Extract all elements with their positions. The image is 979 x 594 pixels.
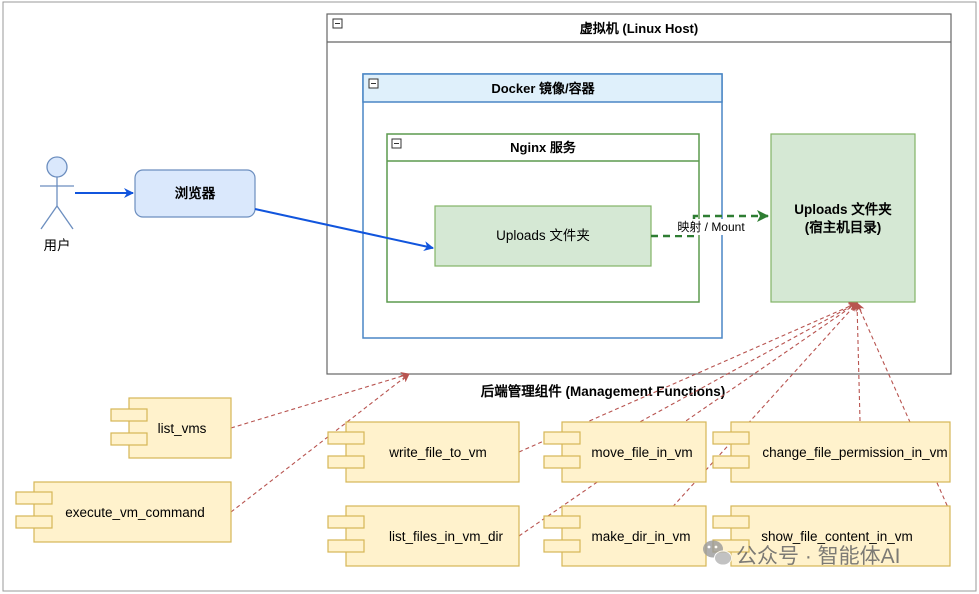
collapse-icon[interactable]	[332, 18, 343, 29]
uploads-folder-inner[interactable]: Uploads 文件夹	[434, 205, 652, 267]
list-vms-label: list_vms	[158, 421, 207, 436]
wechat-icon	[703, 540, 732, 566]
execute-vm-command-label: execute_vm_command	[65, 505, 205, 520]
browser-label: 浏览器	[175, 185, 216, 201]
docker-title: Docker 镜像/容器	[491, 81, 595, 96]
component-execute-vm-command[interactable]: execute_vm_command	[15, 481, 232, 543]
write-file-to-vm-label: write_file_to_vm	[388, 445, 487, 460]
collapse-icon[interactable]	[368, 78, 379, 89]
browser-node[interactable]: 浏览器	[134, 169, 256, 218]
component-list-files-in-vm-dir[interactable]: list_files_in_vm_dir	[327, 505, 520, 567]
mount-edge: 映射 / Mount	[651, 210, 769, 238]
make-dir-in-vm-label: make_dir_in_vm	[591, 529, 690, 544]
component-move-file-in-vm[interactable]: move_file_in_vm	[543, 421, 707, 483]
backend-label: 后端管理组件 (Management Functions)	[481, 383, 726, 399]
component-write-file-to-vm[interactable]: write_file_to_vm	[327, 421, 520, 483]
component-list-vms[interactable]: list_vms	[110, 397, 232, 459]
browser-to-uploads-arrow	[254, 208, 434, 251]
list-files-in-vm-dir-label: list_files_in_vm_dir	[389, 529, 504, 544]
uploads-inner-label: Uploads 文件夹	[496, 228, 590, 243]
watermark: 公众号 · 智能体AI	[703, 540, 901, 568]
vm-title: 虚拟机 (Linux Host)	[580, 21, 698, 36]
show-file-content-in-vm-label: show_file_content_in_vm	[761, 529, 913, 544]
component-change-file-permission-in-vm[interactable]: change_file_permission_in_vm	[712, 421, 951, 483]
component-show-file-content-in-vm[interactable]: show_file_content_in_vm	[712, 505, 951, 567]
collapse-icon[interactable]	[391, 138, 402, 149]
uploads-host-line1: Uploads 文件夹	[794, 201, 892, 217]
component-make-dir-in-vm[interactable]: make_dir_in_vm	[543, 505, 707, 567]
nginx-title: Nginx 服务	[510, 140, 577, 155]
user-actor[interactable]: 用户	[40, 156, 74, 253]
user-icon	[40, 156, 74, 230]
user-label: 用户	[44, 237, 71, 253]
uploads-host-line2: (宿主机目录)	[805, 219, 882, 235]
move-file-in-vm-label: move_file_in_vm	[591, 445, 692, 460]
change-file-permission-in-vm-label: change_file_permission_in_vm	[762, 445, 947, 460]
watermark-text: 公众号 · 智能体AI	[736, 545, 901, 568]
mount-label: 映射 / Mount	[677, 219, 745, 234]
uploads-folder-host[interactable]: Uploads 文件夹 (宿主机目录)	[770, 133, 916, 303]
